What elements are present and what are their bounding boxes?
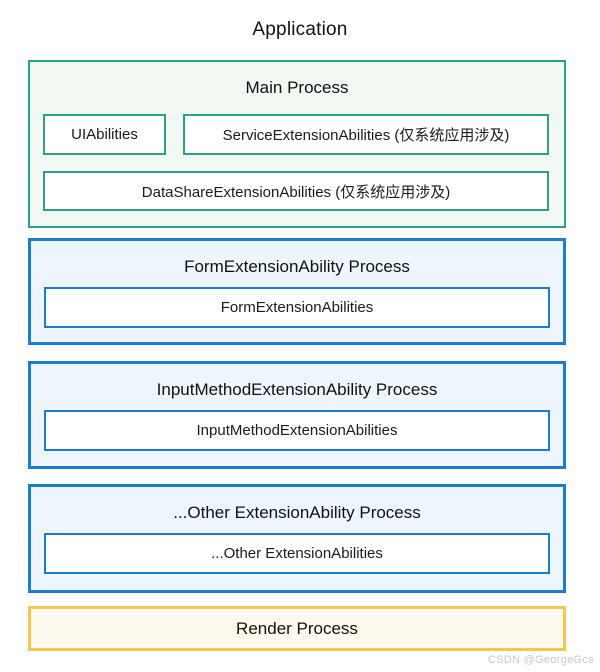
form-extension-process-box: FormExtensionAbility Process FormExtensi… — [28, 238, 566, 345]
form-extension-process-title: FormExtensionAbility Process — [184, 257, 410, 276]
render-process-box: Render Process — [28, 606, 566, 651]
other-extension-process-box: ...Other ExtensionAbility Process ...Oth… — [28, 484, 566, 593]
watermark: CSDN @GeorgeGcs — [487, 654, 594, 666]
main-process-title: Main Process — [245, 78, 349, 97]
form-extension-abilities-box: FormExtensionAbilities — [44, 287, 550, 328]
inputmethod-extension-process-title: InputMethodExtensionAbility Process — [156, 380, 438, 399]
other-extension-abilities-box: ...Other ExtensionAbilities — [44, 533, 550, 574]
inputmethod-extension-abilities-box: InputMethodExtensionAbilities — [44, 410, 550, 451]
main-process-box: Main Process UIAbilities ServiceExtensio… — [28, 60, 566, 228]
other-extension-process-title: ...Other ExtensionAbility Process — [173, 503, 421, 522]
application-title: Application — [252, 19, 348, 40]
uiabilities-box: UIAbilities — [43, 114, 166, 155]
inputmethod-extension-process-box: InputMethodExtensionAbility Process Inpu… — [28, 361, 566, 469]
datashare-extension-abilities-box: DataShareExtensionAbilities (仅系统应用涉及) — [43, 171, 549, 211]
service-extension-abilities-box: ServiceExtensionAbilities (仅系统应用涉及) — [183, 114, 549, 155]
